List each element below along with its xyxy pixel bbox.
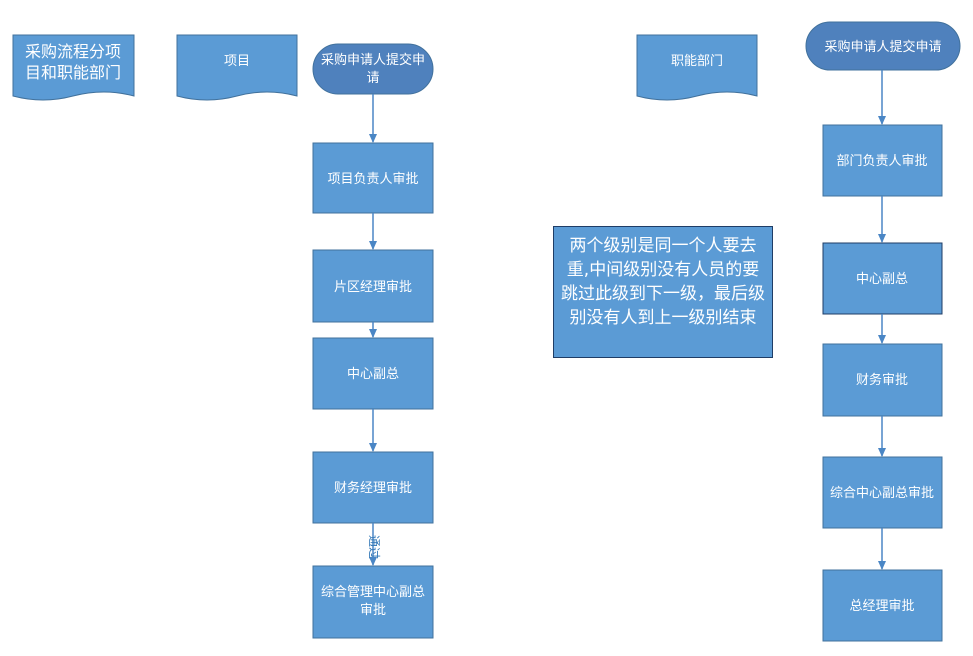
project-start-line2: 请: [366, 71, 379, 86]
function-start-terminator: 采购申请人提交申请: [805, 21, 961, 71]
function-step-2: 中心副总: [822, 242, 943, 315]
function-step-4-label: 综合中心副总审批: [830, 486, 934, 501]
project-step-5: 综合管理中心副总 审批: [312, 565, 434, 639]
function-document-shape: 职能部门: [636, 34, 758, 101]
function-step-4: 综合中心副总审批: [822, 456, 943, 529]
project-step-1: 项目负责人审批: [312, 142, 434, 214]
function-step-5: 总经理审批: [822, 569, 943, 642]
project-label: 项目: [224, 54, 250, 69]
project-step-4-label: 财务经理审批: [334, 480, 412, 496]
title-document-shape: 采购流程分项 目和职能部门: [12, 34, 135, 101]
function-step-5-label: 总经理审批: [849, 599, 914, 614]
function-step-2-label: 中心副总: [856, 272, 908, 287]
title-line2: 目和职能部门: [25, 63, 121, 82]
project-document-shape: 项目: [176, 34, 298, 101]
project-step-5-line1: 综合管理中心副总: [321, 585, 425, 600]
project-start-terminator: 采购申请人提交申 请: [312, 43, 434, 95]
project-step-5-line2: 审批: [360, 603, 386, 618]
project-start-line1: 采购申请人提交申: [321, 52, 425, 68]
title-line1: 采购流程分项: [25, 42, 121, 61]
project-step-4: 财务经理审批: [312, 451, 434, 524]
function-step-3-label: 财务审批: [856, 372, 908, 388]
project-step-2-label: 片区经理审批: [334, 280, 412, 295]
function-label: 职能部门: [671, 54, 723, 69]
project-step-1-label: 项目负责人审批: [327, 172, 418, 187]
note-box: 两个级别是同一个人要去重,中间级别没有人员的要跳过此级到下一级，最后级别没有人到…: [553, 226, 773, 358]
pass-label: 通过: [367, 535, 381, 559]
function-step-1-label: 部门负责人审批: [836, 154, 927, 169]
function-step-1: 部门负责人审批: [822, 124, 943, 197]
function-step-3: 财务审批: [822, 343, 943, 417]
note-text: 两个级别是同一个人要去重,中间级别没有人员的要跳过此级到下一级，最后级别没有人到…: [561, 236, 765, 328]
project-step-3: 中心副总: [312, 337, 434, 410]
project-step-2: 片区经理审批: [312, 249, 434, 323]
project-step-3-label: 中心副总: [347, 367, 399, 382]
function-start-label: 采购申请人提交申请: [824, 39, 941, 55]
